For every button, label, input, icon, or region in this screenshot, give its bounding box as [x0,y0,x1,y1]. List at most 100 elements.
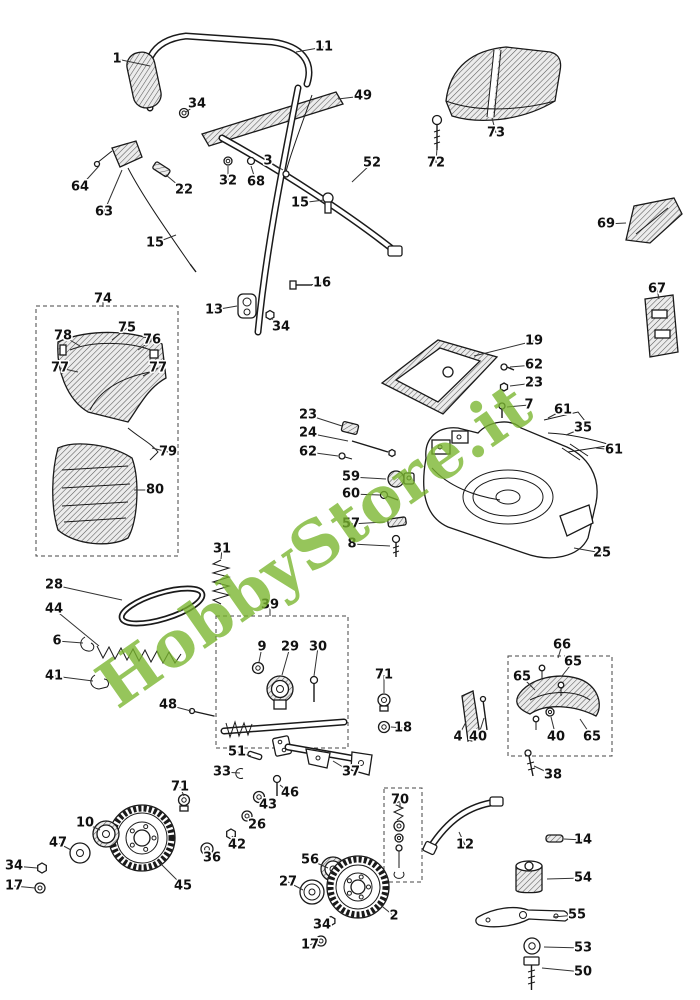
part-label-34: 34 [313,918,331,933]
bolt-46 [272,774,282,784]
hook-41 [90,674,109,690]
part-label-48: 48 [159,698,177,713]
part-label-50: 50 [574,965,592,980]
leader-line-65 [561,661,574,677]
leader-line-15 [154,234,177,244]
part-label-13: 13 [205,303,223,318]
deck-rear-tab [559,504,594,537]
leader-line-14 [563,838,584,841]
rod-35 [547,432,615,447]
part-59 [387,470,405,488]
part-label-56: 56 [301,853,319,868]
part-label-11: 11 [315,40,333,55]
pin-51 [247,750,263,761]
screw-8 [391,534,401,544]
part-label-2: 2 [389,909,398,924]
key-57 [387,516,407,528]
part-label-62: 62 [525,358,543,373]
part-label-26: 26 [248,818,266,833]
spring-44 [96,645,182,665]
leader-line-26 [248,816,258,826]
leader-line-64 [79,165,100,188]
part-label-27: 27 [279,875,297,890]
part-label-49: 49 [354,89,372,104]
nut-42 [226,828,236,840]
leader-line-50 [541,967,584,973]
leader-line-60 [350,493,381,496]
leader-line-54 [546,877,584,880]
throttle-cable [285,94,313,173]
part-label-77: 77 [149,361,167,376]
leader-line-79 [151,447,169,453]
leader-line-66 [557,644,563,659]
axle-assembly-37 [272,735,373,776]
leader-line-34 [185,103,198,113]
leader-line-33 [221,771,241,774]
washer-17a [34,882,46,894]
part-label-69: 69 [597,217,615,232]
part-label-62: 62 [299,445,317,460]
nut-34d [326,915,336,927]
leader-line-13 [213,305,238,311]
part-label-36: 36 [203,851,221,866]
part-label-43: 43 [259,798,277,813]
part-label-34: 34 [5,859,23,874]
screw-65b [557,681,565,689]
leader-line-45 [157,860,184,887]
part-label-34: 34 [272,320,290,335]
part-label-28: 28 [45,578,63,593]
leader-line-59 [350,476,387,480]
part-label-7: 7 [524,398,533,413]
leader-line-78 [62,335,81,347]
part-label-54: 54 [574,871,592,886]
pin-14 [545,834,564,843]
grommet-71 [377,693,391,712]
disc-47 [69,842,91,864]
leader-line-67 [656,288,660,300]
part-label-76: 76 [143,333,161,348]
drive-belt-28 [118,585,206,627]
part-label-79: 79 [159,445,177,460]
leader-line-69 [605,222,627,225]
pin-48 [188,707,215,717]
grass-catcher-body [52,443,138,545]
part-label-31: 31 [213,542,231,557]
leader-line-27 [287,881,304,891]
blade-bolt-50 [523,956,540,990]
part-label-65: 65 [564,655,582,670]
rod-40 [482,699,488,731]
part-label-19: 19 [525,334,543,349]
part-label-15: 15 [146,236,164,251]
spring-31 [211,559,231,605]
leader-line-42 [231,835,238,846]
washer-9 [251,661,265,675]
leader-line-23 [509,382,535,387]
rod-24 [351,440,389,453]
leader-line-61 [595,447,615,451]
leader-line-57 [350,521,386,525]
screw-7 [498,402,506,410]
leader-line-55 [552,914,578,918]
part-label-47: 47 [49,836,67,851]
bolt-30 [309,675,319,685]
front-wheel-assembly [34,793,191,894]
part-label-73: 73 [487,126,505,141]
leader-line-24 [307,432,349,442]
leader-line-22 [165,174,185,191]
leader-line-51 [236,751,252,757]
leader-line-25 [573,547,603,554]
part-label-52: 52 [363,156,381,171]
leader-line-9 [258,646,263,663]
washer-26 [241,810,253,822]
leader-line-62 [307,451,339,457]
part-label-74: 74 [94,292,112,307]
part-label-78: 78 [54,329,72,344]
part-label-72: 72 [427,156,445,171]
leader-line-12 [458,831,466,846]
part-label-61: 61 [554,403,572,418]
leader-line-34 [270,317,282,328]
part-label-66: 66 [553,638,571,653]
leader-line-53 [543,946,584,949]
clip-33 [235,768,244,779]
leader-line-34 [321,919,331,926]
